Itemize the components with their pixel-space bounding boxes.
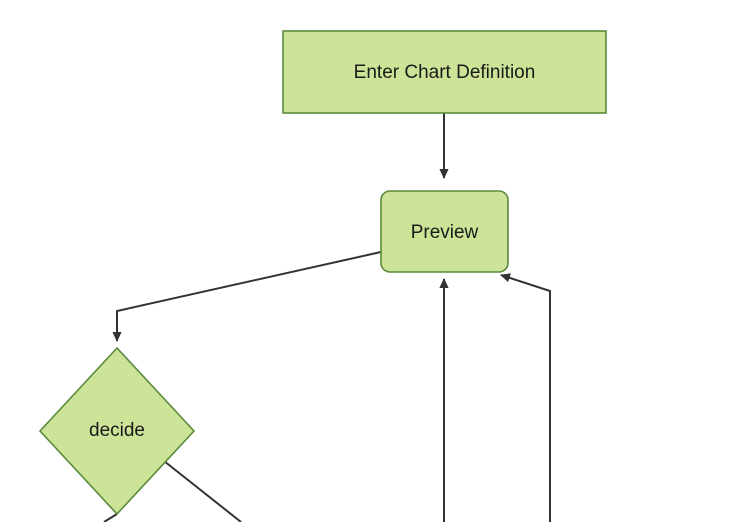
edge-bottom-right-to-preview — [500, 273, 551, 522]
node-enter-chart-definition[interactable]: Enter Chart Definition — [282, 30, 607, 114]
edges-layer — [103, 113, 551, 522]
node-decide-shape[interactable] — [38, 346, 196, 516]
edge-decide-bottom-out — [103, 513, 118, 522]
edge-decide-right-out — [163, 460, 242, 522]
node-enter-chart-definition-shape[interactable] — [282, 30, 607, 114]
node-preview-shape[interactable] — [380, 190, 509, 273]
node-preview[interactable]: Preview — [380, 190, 509, 273]
edge-preview-to-decide — [112, 251, 382, 342]
node-decide[interactable]: decide — [38, 346, 196, 516]
